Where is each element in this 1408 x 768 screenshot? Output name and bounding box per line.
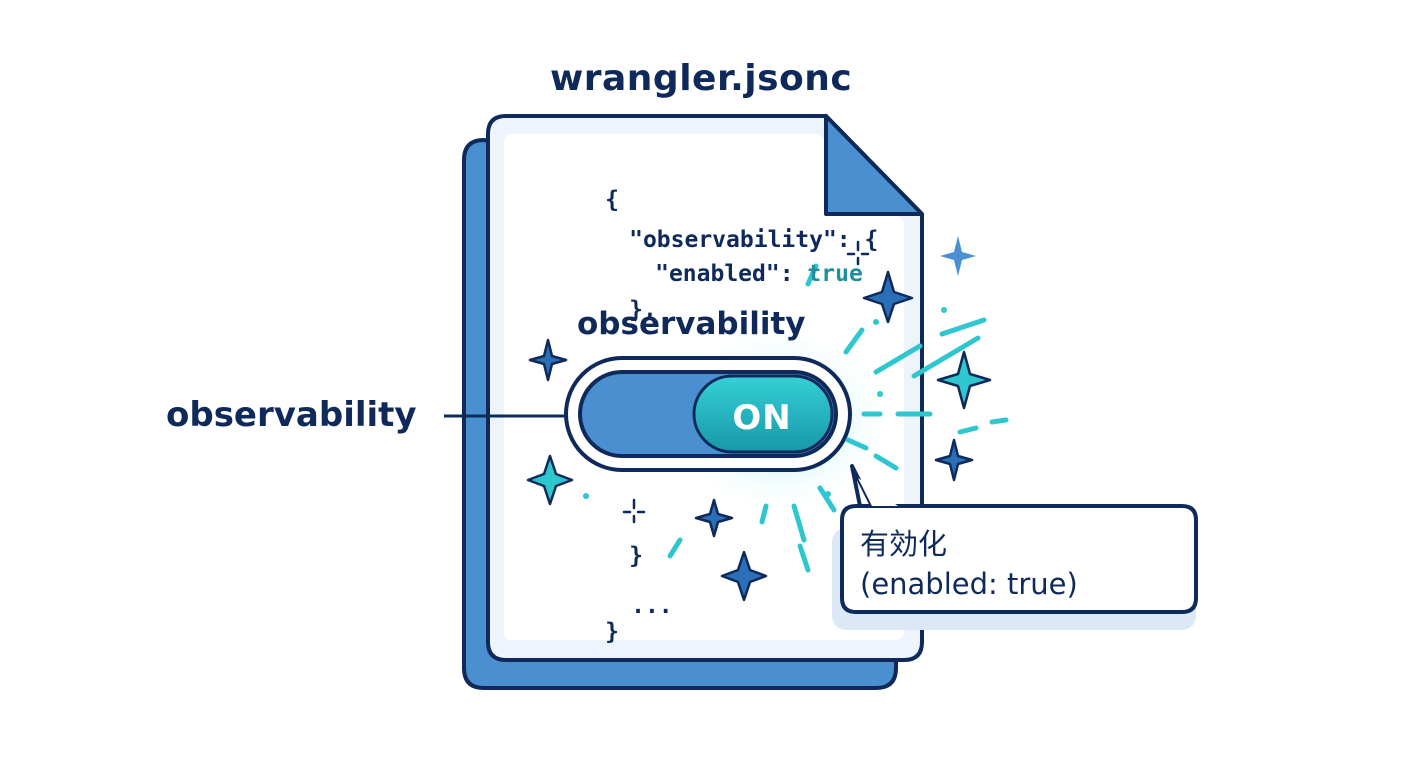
star-icon — [862, 270, 914, 324]
toggle-switch-shape — [564, 356, 852, 472]
code-value-true: true — [807, 261, 863, 287]
file-title: wrangler.jsonc — [550, 58, 853, 99]
toggle-state-text[interactable]: ON — [732, 398, 792, 438]
star-icon — [694, 498, 734, 538]
callout-text: 有効化 (enabled: true) — [860, 524, 1078, 604]
callout-line-1: 有効化 — [860, 527, 948, 561]
toggle-label-top: observability — [577, 306, 806, 342]
code-line: } — [605, 619, 619, 645]
star-icon — [720, 550, 768, 602]
star-icon — [936, 350, 992, 410]
code-line: }, — [629, 297, 657, 323]
sparkle-rays — [667, 263, 1009, 573]
callout-line-2: (enabled: true) — [860, 567, 1078, 601]
code-line: "enabled": true — [655, 261, 863, 287]
sparkle-dots — [583, 307, 947, 499]
code-line: ... — [631, 593, 673, 619]
code-line: "observability": { — [629, 227, 879, 253]
star-icon — [526, 454, 574, 506]
plus-sparkle-icons — [622, 240, 870, 524]
toggle-label-left: observability — [166, 395, 417, 435]
star-icon — [934, 438, 974, 482]
callout-bubble-shape — [832, 464, 1198, 630]
code-line: { — [605, 187, 619, 213]
code-line: } — [629, 543, 643, 569]
star-icon — [940, 236, 976, 276]
star-icons — [526, 236, 992, 602]
star-icon — [528, 338, 568, 382]
